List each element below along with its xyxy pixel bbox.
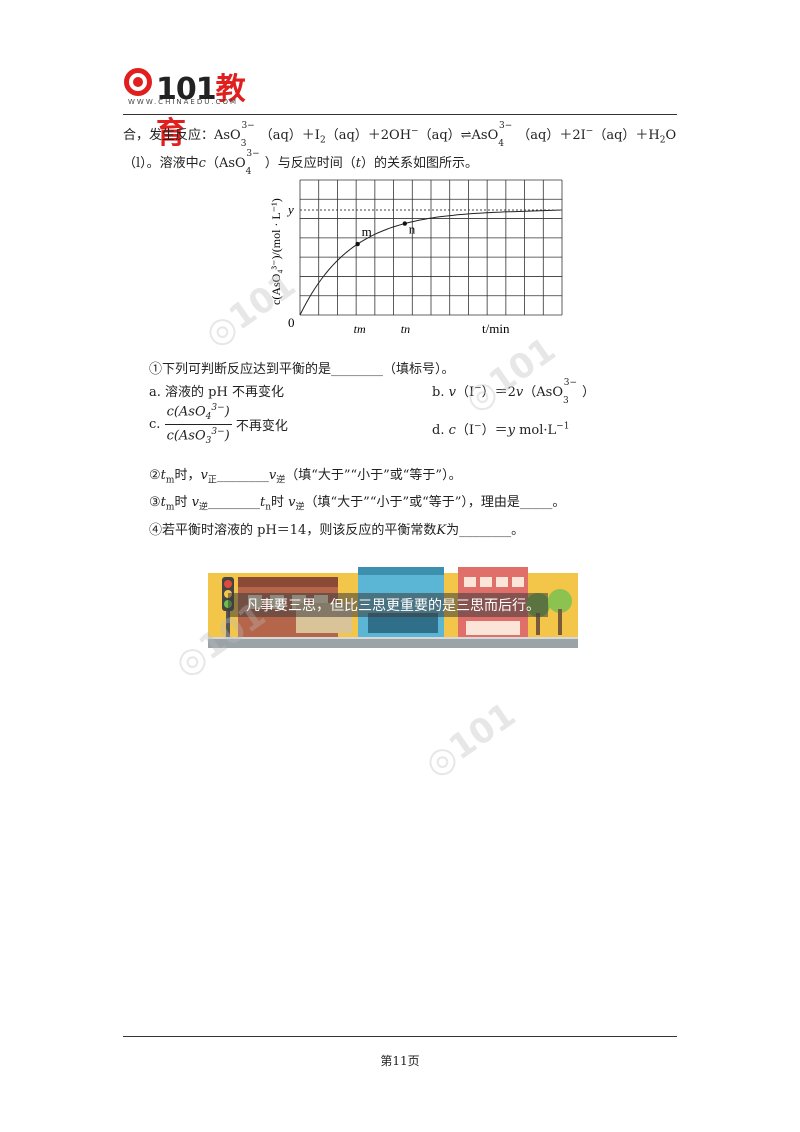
chart-y-tick-y: y — [286, 202, 294, 217]
chart-y-axis-label: c(AsO₄³⁻)/(mol · L⁻¹) — [269, 198, 283, 305]
header-rule — [123, 114, 677, 115]
option-a: a. 溶液的 pH 不再变化 — [149, 385, 284, 400]
chart-x-tick-tm: tm — [354, 322, 366, 336]
logo-dot-icon — [133, 77, 143, 87]
problem-line-1: 合，发生反应：AsO33−（aq）＋I2（aq）＋2OH−（aq）⇌AsO43−… — [123, 120, 677, 149]
question-4: ④若平衡时溶液的 pH＝14，则该反应的平衡常数K为________。 — [149, 523, 525, 538]
question-3: ③tm时 v逆________tn时 v逆（填“大于”“小于”或“等于”），理由… — [149, 495, 566, 513]
logo-url: WWW.CHINAEDU.COM — [128, 98, 239, 106]
option-c-fraction: c(AsO43−) c(AsO33−) — [164, 403, 232, 446]
option-d: d. c（I−）＝y mol·L−1 — [432, 421, 570, 438]
banner-caption: 凡事要三思，但比三思更重要的是三思而后行。 — [246, 598, 540, 614]
chart-point-label-n: n — [409, 222, 416, 237]
chart-point-label-m: m — [362, 224, 372, 239]
problem-line-2: （l）。溶液中c（AsO43−）与反应时间（t）的关系如图所示。 — [123, 148, 478, 177]
chart-series-line — [299, 209, 563, 316]
logo-text: 101教育 — [156, 72, 246, 151]
banner-illustration: 凡事要三思，但比三思更重要的是三思而后行。 — [208, 563, 578, 648]
option-c: c. c(AsO43−) c(AsO33−) 不再变化 — [149, 403, 288, 446]
question-2: ②tm时，v正________v逆（填“大于”“小于”或“等于”）。 — [149, 468, 462, 486]
chart-grid — [299, 179, 563, 316]
chart-x-axis-label: t/min — [482, 321, 510, 336]
concentration-time-chart: m n y 0 tm tn t/min c(AsO₄³⁻)/(mol · L⁻¹… — [269, 179, 563, 336]
chart-origin-label: 0 — [288, 315, 295, 330]
logo-ring-icon — [124, 68, 152, 96]
chart-x-tick-tn: tn — [401, 322, 410, 336]
chart-point-n — [402, 221, 407, 226]
footer-rule — [123, 1036, 677, 1037]
page-number: 第11页 — [380, 1054, 420, 1068]
watermark-logo: ◎101 — [457, 329, 564, 421]
street-scene-image — [208, 563, 578, 648]
logo: 101教育 WWW.CHINAEDU.COM — [124, 66, 254, 151]
watermark-logo: ◎101 — [417, 694, 524, 786]
option-b: b. v（I−）＝2v（AsO33−） — [432, 377, 596, 406]
question-1: ①下列可判断反应达到平衡的是________（填标号）。 — [149, 362, 455, 377]
chart-point-m — [355, 241, 360, 247]
